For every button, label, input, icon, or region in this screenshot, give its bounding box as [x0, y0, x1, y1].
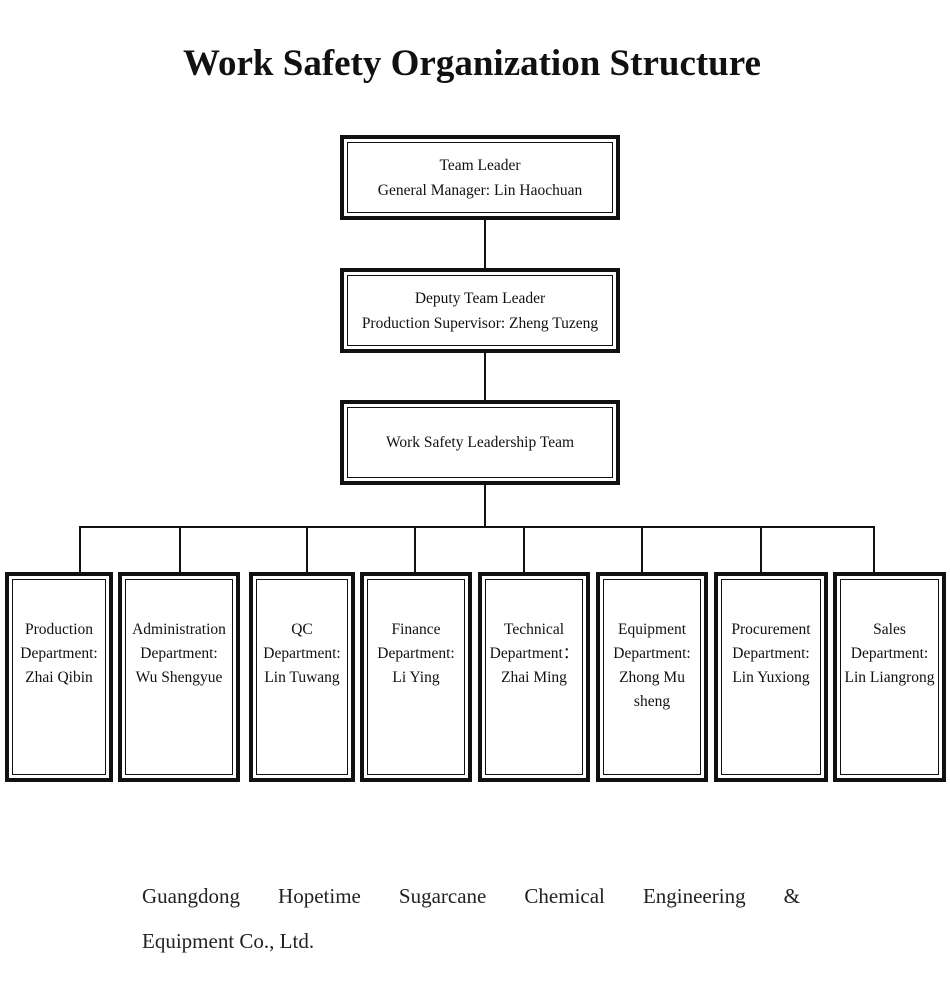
company-name-word: Guangdong: [142, 884, 240, 908]
deputy-team-leader-person: Production Supervisor: Zheng Tuzeng: [361, 314, 599, 332]
department-drop-line: [79, 526, 81, 572]
department-drop-line: [523, 526, 525, 572]
department-line: Department:: [377, 645, 455, 662]
team-leader-box: Team Leader General Manager: Lin Haochua…: [340, 135, 620, 220]
department-line: Procurement: [731, 621, 811, 638]
procurement-department-box: Procurement Department: Lin Yuxiong: [714, 572, 828, 782]
team-leader-person: General Manager: Lin Haochuan: [377, 181, 583, 199]
department-head: Lin Liangrong: [844, 669, 935, 686]
department-bus-line: [79, 526, 875, 528]
team-leader-role: Team Leader: [439, 156, 521, 174]
department-line: Finance: [391, 621, 441, 638]
page-title: Work Safety Organization Structure: [183, 43, 761, 84]
company-name-line-2: Equipment Co., Ltd.: [142, 929, 315, 953]
department-head: Wu Shengyue: [135, 669, 223, 686]
department-line: Department:: [732, 645, 810, 662]
company-name-word: Chemical: [524, 884, 605, 908]
department-line: Department:: [20, 645, 98, 662]
connector-line: [484, 220, 486, 268]
department-head: Zhong Mu: [619, 669, 685, 686]
department-drop-line: [414, 526, 416, 572]
department-line: Sales: [873, 621, 906, 638]
company-name-word: Engineering: [642, 884, 746, 908]
department-line: Department：: [489, 645, 579, 662]
department-line: QC: [291, 621, 313, 638]
production-department-box: Production Department: Zhai Qibin: [5, 572, 113, 782]
department-line: Department:: [263, 645, 341, 662]
technical-department-box: Technical Department： Zhai Ming: [478, 572, 590, 782]
department-head: Li Ying: [392, 669, 440, 686]
leadership-team-box: Work Safety Leadership Team: [340, 400, 620, 485]
department-drop-line: [641, 526, 643, 572]
department-line: Production: [24, 621, 94, 638]
department-drop-line: [306, 526, 308, 572]
equipment-department-box: Equipment Department: Zhong Mu sheng: [596, 572, 708, 782]
department-head: Lin Yuxiong: [732, 669, 810, 686]
company-name-line-1: Guangdong Hopetime Sugarcane Chemical En…: [142, 884, 800, 909]
department-line: Equipment: [617, 621, 687, 638]
department-line: Department:: [850, 645, 929, 662]
sales-department-box: Sales Department: Lin Liangrong: [833, 572, 946, 782]
department-head-continued: sheng: [633, 693, 671, 710]
department-line: Department:: [613, 645, 691, 662]
department-drop-line: [179, 526, 181, 572]
company-name-word: Hopetime: [278, 884, 361, 908]
connector-line: [484, 353, 486, 400]
department-head: Lin Tuwang: [264, 669, 340, 686]
department-head: Zhai Ming: [501, 669, 567, 686]
connector-line: [484, 485, 486, 527]
department-head: Zhai Qibin: [25, 669, 93, 686]
company-name-word: &: [783, 884, 800, 908]
administration-department-box: Administration Department: Wu Shengyue: [118, 572, 240, 782]
department-drop-line: [873, 526, 875, 572]
department-drop-line: [760, 526, 762, 572]
department-line: Technical: [503, 621, 565, 638]
department-line: Administration: [132, 621, 226, 638]
leadership-team-label: Work Safety Leadership Team: [385, 434, 575, 451]
deputy-team-leader-box: Deputy Team Leader Production Supervisor…: [340, 268, 620, 353]
company-name-word: Sugarcane: [398, 884, 487, 908]
department-line: Department:: [140, 645, 218, 662]
qc-department-box: QC Department: Lin Tuwang: [249, 572, 355, 782]
finance-department-box: Finance Department: Li Ying: [360, 572, 472, 782]
deputy-team-leader-role: Deputy Team Leader: [414, 289, 546, 307]
